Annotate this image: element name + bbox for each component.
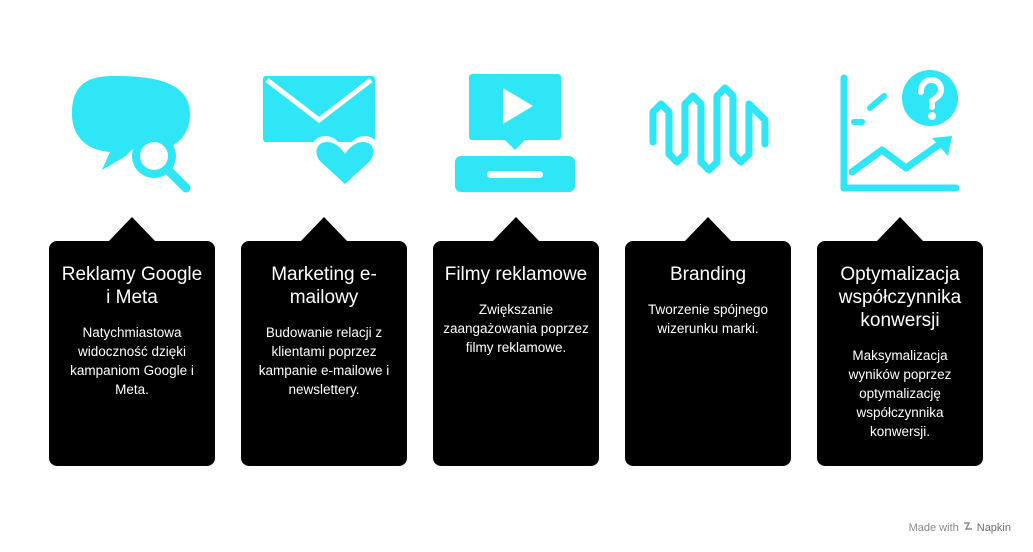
chat-search-icon	[62, 64, 202, 204]
card-branding: Branding Tworzenie spójnego wizerunku ma…	[625, 217, 791, 466]
envelope-heart-icon	[255, 64, 395, 204]
card-conversion-optimization: Optymalizacja współczynnika konwersji Ma…	[817, 217, 983, 466]
card-video-ads: Filmy reklamowe Zwiększanie zaangażowani…	[433, 217, 599, 466]
napkin-logo-icon	[963, 521, 973, 534]
made-with-napkin-watermark: Made with Napkin	[909, 521, 1011, 534]
card-email-marketing: Marketing e-mailowy Budowanie relacji z …	[241, 217, 407, 466]
card-google-meta-ads: Reklamy Google i Meta Natychmiastowa wid…	[49, 217, 215, 466]
card-description: Zwiększanie zaangażowania poprzez filmy …	[443, 302, 589, 355]
card-title: Marketing e-mailowy	[271, 264, 377, 308]
card-title: Filmy reklamowe	[444, 264, 588, 285]
card-title: Reklamy Google i Meta	[61, 264, 203, 308]
made-with-label: Made with	[908, 521, 959, 534]
card-description: Natychmiastowa widoczność dzięki kampani…	[70, 325, 194, 397]
brand-wave-icon	[639, 64, 779, 204]
card-description: Budowanie relacji z klientami poprzez ka…	[258, 325, 390, 397]
card-title: Optymalizacja współczynnika konwersji	[838, 264, 962, 331]
chart-question-icon	[830, 64, 970, 204]
card-description: Maksymalizacja wyników poprzez optymaliz…	[848, 348, 952, 439]
card-description: Tworzenie spójnego wizerunku marki.	[647, 302, 769, 336]
napkin-brand-label: Napkin	[976, 521, 1011, 534]
video-play-icon	[447, 64, 587, 204]
card-title: Branding	[669, 264, 747, 285]
